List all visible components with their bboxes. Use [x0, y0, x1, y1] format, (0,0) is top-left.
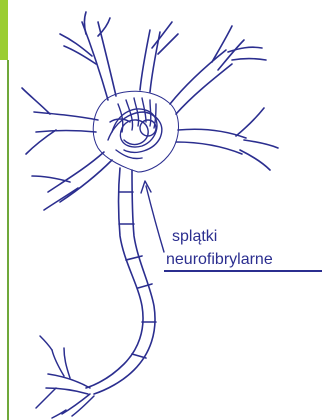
label-underline: [164, 270, 322, 272]
label-line-1: splątki: [172, 227, 217, 247]
label-line-2: neurofibrylarne: [166, 250, 273, 270]
axon-terminals: [36, 336, 94, 418]
neurofibrillary-tangle: [108, 98, 162, 159]
callout-arrow: [141, 181, 164, 252]
axon: [86, 168, 156, 394]
